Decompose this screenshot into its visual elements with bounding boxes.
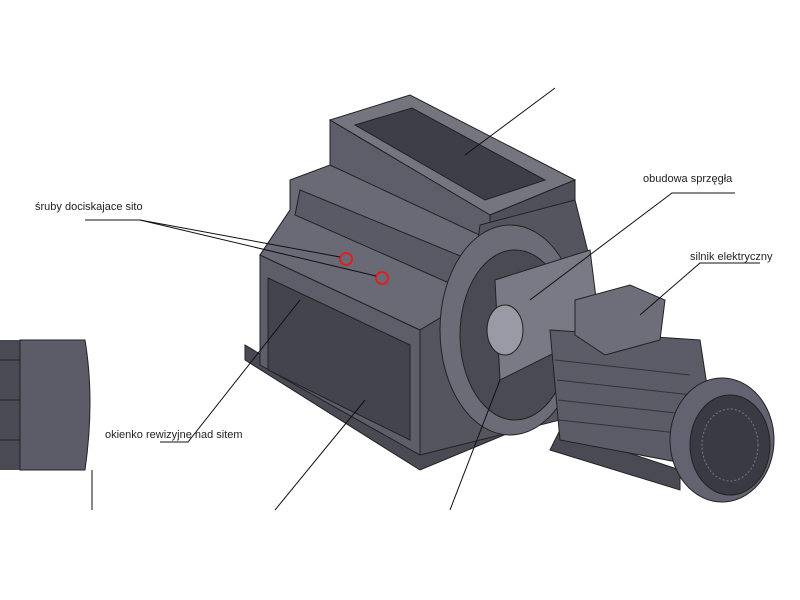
leader-lines: [85, 87, 760, 511]
terminal-box: [574, 284, 666, 356]
inspection-window: [267, 277, 411, 441]
label-motor: silnik elektryczny: [690, 251, 773, 263]
screw-highlight: [339, 252, 353, 266]
label-screws: śruby dociskajace sito: [35, 201, 143, 213]
label-coupling-housing: obudowa sprzęgła: [643, 173, 733, 185]
label-inspection-window: okienko rewizyjne nad sitem: [105, 429, 243, 441]
screw-highlight: [375, 271, 389, 285]
partial-motor-left: [0, 339, 91, 471]
